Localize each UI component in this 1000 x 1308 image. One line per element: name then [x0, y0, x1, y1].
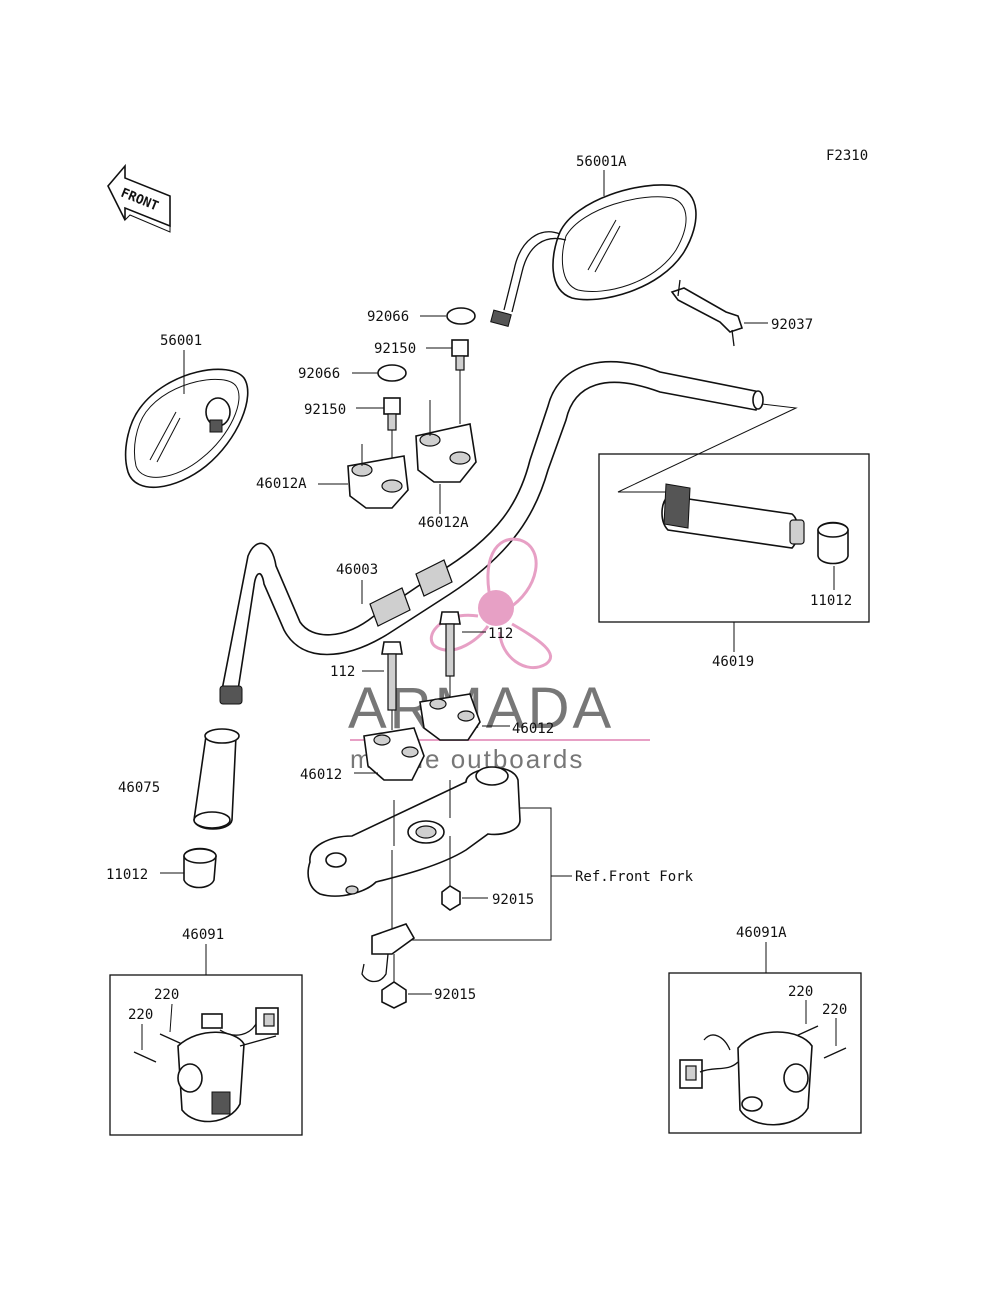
holder-right — [415, 400, 477, 483]
callout-grip-assy-right: 46019 — [712, 654, 754, 670]
callout-nut-bottom: 92015 — [434, 987, 476, 1003]
callout-holder-upper-left: 46012 — [300, 767, 342, 783]
holder-upper-right — [419, 693, 481, 741]
handlebar — [219, 360, 764, 705]
bolt-112-right — [439, 611, 461, 677]
grip-left — [193, 728, 240, 830]
cap-left — [183, 847, 217, 889]
callout-switch-right: 46091A — [736, 925, 787, 941]
callout-mirror-left: 56001 — [160, 333, 202, 349]
cap-right — [817, 521, 849, 565]
washer-upper — [446, 307, 476, 325]
grip-right — [661, 483, 805, 549]
holder-upper-left — [363, 727, 425, 781]
callout-switch-left: 46091 — [182, 927, 224, 943]
mirror-right — [490, 184, 697, 327]
callout-wrench: 92037 — [771, 317, 813, 333]
callout-screw-right-a: 220 — [788, 984, 813, 1000]
switch-right — [679, 1000, 847, 1126]
callout-bolt-upper: 92150 — [374, 341, 416, 357]
callout-bolt-right: 112 — [488, 626, 513, 642]
callout-grip-left: 46075 — [118, 780, 160, 796]
washer-lower — [377, 364, 407, 382]
callout-bolt-lower: 92150 — [304, 402, 346, 418]
callout-mirror-right: 56001A — [576, 154, 627, 170]
figure-code: F2310 — [826, 148, 868, 164]
holder-left — [347, 444, 409, 509]
nut-bracket — [441, 885, 461, 911]
callout-cap-left: 11012 — [106, 867, 148, 883]
upper-bracket — [307, 766, 521, 897]
cable-bracket — [361, 923, 416, 983]
callout-handlebar: 46003 — [336, 562, 378, 578]
callout-nut-upper: 92066 — [367, 309, 409, 325]
wrench — [670, 279, 744, 347]
callout-screw-left-a: 220 — [154, 987, 179, 1003]
nut-bottom — [381, 981, 407, 1009]
switch-right-box — [668, 972, 862, 1134]
callout-bolt-left: 112 — [330, 664, 355, 680]
front-arrow-icon: FRONT — [107, 163, 171, 233]
mirror-left — [124, 368, 249, 489]
callout-nut-lower: 92066 — [298, 366, 340, 382]
callout-cap-right: 11012 — [810, 593, 852, 609]
callout-screw-left-b: 220 — [128, 1007, 153, 1023]
callout-holder-right: 46012A — [418, 515, 469, 531]
callout-nut-bracket: 92015 — [492, 892, 534, 908]
switch-left-box — [109, 974, 303, 1136]
bolt-lower — [383, 397, 401, 431]
callout-holder-upper-right: 46012 — [512, 721, 554, 737]
reference-label: Ref.Front Fork — [575, 869, 694, 885]
switch-left — [133, 1003, 279, 1123]
callout-screw-right-b: 220 — [822, 1002, 847, 1018]
callout-holder-left: 46012A — [256, 476, 307, 492]
bolt-upper — [451, 339, 469, 371]
